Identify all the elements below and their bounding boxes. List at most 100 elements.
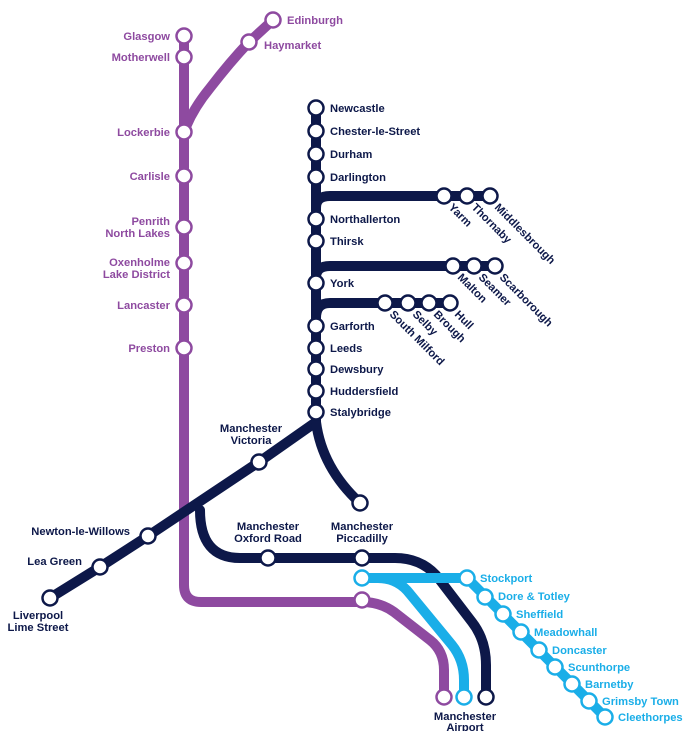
label-stockport: Stockport <box>480 573 532 585</box>
label-haymarket: Haymarket <box>264 40 321 52</box>
station-marker-selby[interactable] <box>399 294 417 312</box>
label-manchester-oxford-road-line1: Manchester <box>237 521 300 533</box>
edinburgh-branch-line <box>179 15 278 137</box>
label-northallerton: Northallerton <box>330 214 400 226</box>
station-marker-malton[interactable] <box>444 257 462 275</box>
station-marker-middlesbrough[interactable] <box>481 187 499 205</box>
label-oxenholme-line1: Oxenholme <box>109 257 170 269</box>
station-marker-cleethorpes[interactable] <box>596 708 614 726</box>
station-marker-carlisle[interactable] <box>175 167 193 185</box>
station-marker-manchester-piccadilly[interactable] <box>353 549 371 567</box>
label-darlington: Darlington <box>330 172 386 184</box>
station-marker-doncaster[interactable] <box>530 641 548 659</box>
label-thirsk: Thirsk <box>330 236 364 248</box>
label-edinburgh: Edinburgh <box>287 15 343 27</box>
station-marker-dore-totley[interactable] <box>476 588 494 606</box>
station-marker-stockport[interactable] <box>458 569 476 587</box>
label-huddersfield: Huddersfield <box>330 386 399 398</box>
station-marker-thornaby[interactable] <box>458 187 476 205</box>
station-marker-thirsk[interactable] <box>307 232 325 250</box>
oxford-road-line <box>195 505 491 702</box>
label-liverpool-line1: Liverpool <box>13 610 63 622</box>
label-manchester-oxford-road-line2: Oxford Road <box>234 533 302 545</box>
station-marker-glasgow[interactable] <box>175 27 193 45</box>
label-manchester-victoria-line2: Victoria <box>231 435 273 447</box>
piccadilly-spur-line <box>311 417 365 508</box>
station-marker-haymarket[interactable] <box>240 33 258 51</box>
label-barnetby: Barnetby <box>585 679 634 691</box>
label-preston: Preston <box>128 343 170 355</box>
station-marker-south-milford[interactable] <box>376 294 394 312</box>
label-leeds: Leeds <box>330 343 362 355</box>
label-chester-le-street: Chester-le-Street <box>330 126 420 138</box>
station-marker-seamer[interactable] <box>465 257 483 275</box>
station-marker-oxenholme[interactable] <box>175 254 193 272</box>
station-marker-sheffield[interactable] <box>494 605 512 623</box>
label-lancaster: Lancaster <box>117 300 171 312</box>
label-yarm: Yarm <box>446 202 474 230</box>
label-manchester-airport-line2: Airport <box>446 722 484 731</box>
station-marker-manchester-airport-navy[interactable] <box>477 688 495 706</box>
station-marker-newcastle[interactable] <box>307 99 325 117</box>
station-marker-stalybridge[interactable] <box>307 403 325 421</box>
station-marker-lockerbie[interactable] <box>175 123 193 141</box>
label-york: York <box>330 278 355 290</box>
label-manchester-piccadilly-line2: Piccadilly <box>336 533 388 545</box>
station-marker-york[interactable] <box>307 274 325 292</box>
west-coast-line <box>179 31 449 702</box>
label-durham: Durham <box>330 149 372 161</box>
station-marker-yarm[interactable] <box>435 187 453 205</box>
station-marker-lea-green[interactable] <box>91 558 109 576</box>
station-marker-liverpool-lime-street[interactable] <box>41 589 59 607</box>
label-grimsby-town: Grimsby Town <box>602 696 679 708</box>
station-marker-scarborough[interactable] <box>486 257 504 275</box>
station-marker-piccadilly-purple[interactable] <box>353 591 371 609</box>
station-marker-preston[interactable] <box>175 339 193 357</box>
label-newton-le-willows: Newton-le-Willows <box>31 526 130 538</box>
label-manchester-victoria-line1: Manchester <box>220 423 283 435</box>
station-marker-hull[interactable] <box>441 294 459 312</box>
label-carlisle: Carlisle <box>130 171 170 183</box>
station-marker-motherwell[interactable] <box>175 48 193 66</box>
station-marker-manchester-airport-purple[interactable] <box>435 688 453 706</box>
station-marker-durham[interactable] <box>307 145 325 163</box>
label-dewsbury: Dewsbury <box>330 364 384 376</box>
station-marker-meadowhall[interactable] <box>512 623 530 641</box>
label-lockerbie: Lockerbie <box>117 127 170 139</box>
station-marker-edinburgh[interactable] <box>264 11 282 29</box>
label-newcastle: Newcastle <box>330 103 385 115</box>
station-marker-garforth[interactable] <box>307 317 325 335</box>
station-marker-piccadilly-cyan[interactable] <box>353 569 371 587</box>
station-marker-brough[interactable] <box>420 294 438 312</box>
station-marker-scunthorpe[interactable] <box>546 658 564 676</box>
middlesbrough-branch-line <box>311 191 495 213</box>
station-marker-piccadilly-terminus[interactable] <box>351 494 369 512</box>
station-marker-manchester-victoria[interactable] <box>250 453 268 471</box>
station-marker-chester-le-street[interactable] <box>307 122 325 140</box>
label-lea-green: Lea Green <box>27 556 82 568</box>
station-marker-dewsbury[interactable] <box>307 360 325 378</box>
label-manchester-piccadilly-line1: Manchester <box>331 521 394 533</box>
station-marker-penrith[interactable] <box>175 218 193 236</box>
label-cleethorpes: Cleethorpes <box>618 712 683 724</box>
label-manchester-airport-line1: Manchester <box>434 711 497 723</box>
label-stalybridge: Stalybridge <box>330 407 391 419</box>
label-motherwell: Motherwell <box>112 52 170 64</box>
label-liverpool-line2: Lime Street <box>8 622 69 634</box>
station-marker-manchester-oxford-road[interactable] <box>259 549 277 567</box>
station-marker-northallerton[interactable] <box>307 210 325 228</box>
station-marker-newton-le-willows[interactable] <box>139 527 157 545</box>
label-glasgow: Glasgow <box>123 31 170 43</box>
station-marker-lancaster[interactable] <box>175 296 193 314</box>
station-marker-grimsby-town[interactable] <box>580 692 598 710</box>
station-marker-barnetby[interactable] <box>563 675 581 693</box>
station-marker-leeds[interactable] <box>307 339 325 357</box>
label-doncaster: Doncaster <box>552 645 607 657</box>
label-penrith-line2: North Lakes <box>105 228 170 240</box>
station-marker-manchester-airport-cyan[interactable] <box>455 688 473 706</box>
station-marker-huddersfield[interactable] <box>307 382 325 400</box>
station-marker-darlington[interactable] <box>307 168 325 186</box>
label-meadowhall: Meadowhall <box>534 627 597 639</box>
label-dore-totley: Dore & Totley <box>498 591 571 603</box>
